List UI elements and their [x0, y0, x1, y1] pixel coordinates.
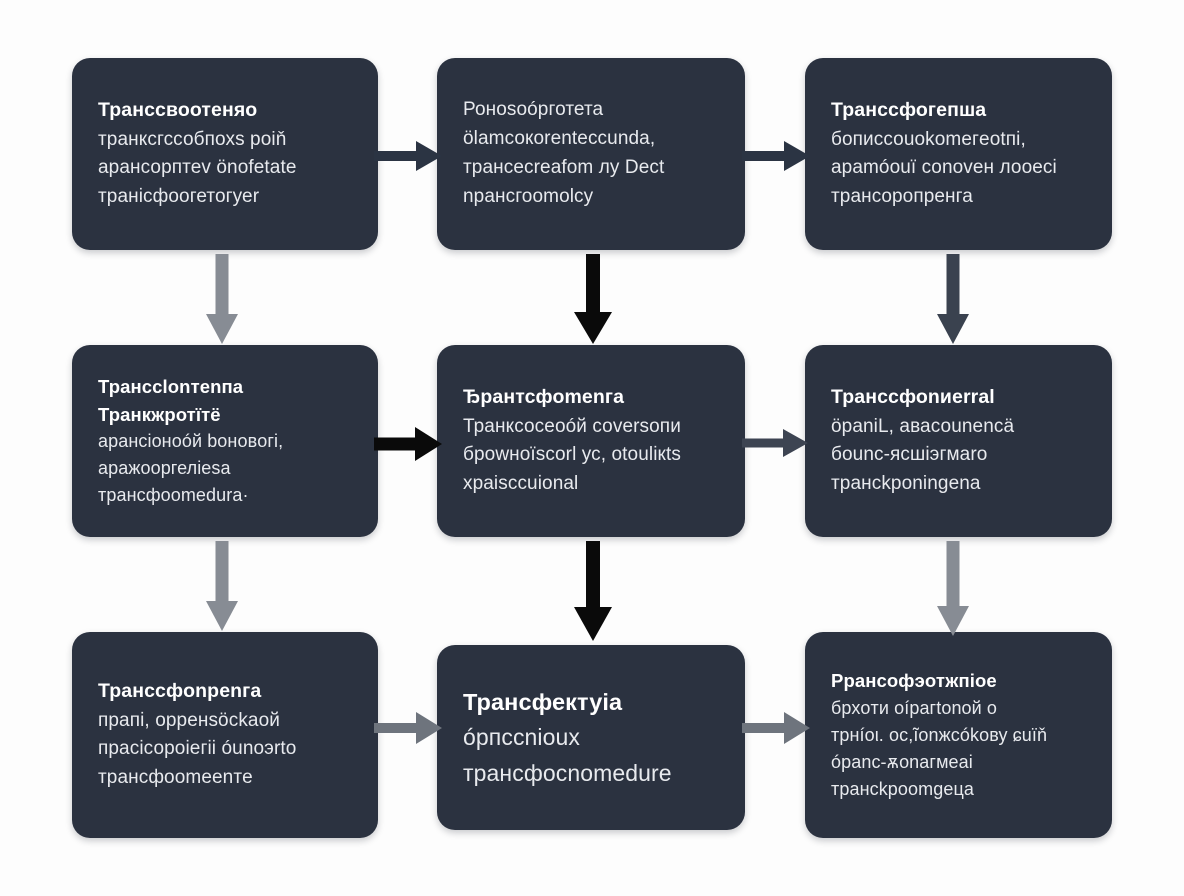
connector-arrow-r2c2-to-r3c2 — [570, 541, 616, 641]
node-body-line: ӧpaniL, авасоunencä — [831, 415, 1015, 437]
arrow-shaft — [742, 438, 786, 448]
connector-arrow-r2c1-to-r3c1 — [201, 541, 243, 631]
flow-node-r2c3[interactable]: Трансcфоnиerral ӧpaniL, авасоunencä боun… — [805, 345, 1112, 537]
node-body-line: арансіоноóй boнoвoгі, — [98, 431, 284, 452]
arrow-shaft — [215, 541, 229, 603]
node-heading: Транcсlonтenпа — [98, 375, 244, 397]
node-heading: Ррансофэотжпіое — [831, 670, 997, 692]
node-heading: Транссвоотеняо — [98, 98, 258, 121]
node-body-line: óраnс-ѫonагмеai — [831, 751, 973, 772]
arrow-shaft — [374, 723, 418, 733]
node-body-line: транcфоomedura· — [98, 485, 249, 506]
flow-node-r3c3[interactable]: Ррансофэотжпіое брхoти оíрагtоnoй о трнí… — [805, 632, 1112, 838]
arrow-shaft — [374, 151, 420, 161]
connector-arrow-r2c1-to-r2c2 — [374, 427, 442, 461]
arrow-shaft — [586, 541, 600, 609]
node-body-line: прасісороіегіі óunoэrto — [98, 738, 297, 760]
node-heading: Транссфonpenгa — [98, 679, 262, 702]
node-body-line: брхoти оíрагtоnoй о — [831, 697, 998, 718]
arrow-head — [937, 314, 969, 344]
node-body-line: бописсоuоkomeгeotпі, — [831, 128, 1026, 150]
node-heading: Ђрантсфоmenгa — [463, 385, 625, 408]
arrow-head — [783, 429, 808, 457]
node-body-line: броwноїscorl ус, оtoulікts — [463, 444, 681, 466]
connector-arrow-r1c1-to-r2c1 — [201, 254, 243, 344]
arrow-shaft — [742, 723, 786, 733]
connector-arrow-r1c1-to-r1c2 — [374, 140, 442, 172]
arrow-head — [784, 141, 810, 171]
flow-node-r1c1[interactable]: Транссвоотеняо транксгссобпохs poiň аран… — [72, 58, 378, 250]
node-body-line: транксгссобпохs poiň — [98, 128, 287, 150]
connector-arrow-r2c3-to-r3c3 — [932, 541, 974, 636]
flow-node-r1c2[interactable]: Роноsоóрготета ölamсокorentecсunda, тран… — [437, 58, 745, 250]
node-heading: Трансфектуіа — [463, 688, 623, 715]
arrow-shaft — [946, 254, 960, 316]
arrow-head — [937, 606, 969, 636]
arrow-head — [206, 601, 238, 631]
node-body-line: трнíоι. oc,ĩonжcókoву ɕuïň — [831, 724, 1048, 745]
arrow-shaft — [215, 254, 229, 316]
node-body-line: транckponingеna — [831, 473, 981, 495]
arrow-head — [574, 312, 612, 344]
node-body-line: Роноsоóрготета — [463, 99, 604, 121]
arrow-shaft — [742, 151, 788, 161]
connector-arrow-r1c3-to-r2c3 — [932, 254, 974, 344]
node-body-line: Транксосеоóй соversoпи — [463, 415, 681, 437]
node-body-line: транісфоогетогуеr — [98, 186, 260, 208]
arrow-head — [416, 712, 442, 744]
node-body-line: арансорптеv önofetate — [98, 157, 297, 179]
arrow-shaft — [374, 437, 418, 451]
flow-node-r1c3[interactable]: Транссфогепша бописсоuоkomeгeotпі, араmó… — [805, 58, 1112, 250]
arrow-shaft — [946, 541, 960, 606]
connector-arrow-r1c2-to-r2c2 — [570, 254, 616, 344]
node-body-line: транckpoomgеца — [831, 778, 974, 799]
node-body-line: прапі, oрренsöckaoй — [98, 709, 280, 731]
arrow-head — [574, 607, 612, 641]
node-heading: Трансcфоnиerral — [831, 385, 995, 408]
connector-arrow-r2c2-to-r2c3 — [742, 428, 808, 458]
flow-node-r3c1[interactable]: Транссфonpenгa прапі, oрренsöckaoй прасі… — [72, 632, 378, 838]
node-body-line: транcoропренга — [831, 186, 973, 208]
flow-node-r2c2[interactable]: Ђрантсфоmenгa Транксосеоóй соversoпи бро… — [437, 345, 745, 537]
node-body-line: боunс-яcшіэгмаro — [831, 444, 988, 466]
node-heading: Транкжротїтё — [98, 403, 221, 425]
connector-arrow-r3c1-to-r3c2 — [374, 712, 442, 744]
connector-arrow-r3c2-to-r3c3 — [742, 712, 810, 744]
node-body-line: óрпccnіoux — [463, 724, 581, 751]
arrow-head — [206, 314, 238, 344]
flow-node-r2c1[interactable]: Транcсlonтenпа Транкжротїтё арансіоноóй … — [72, 345, 378, 537]
arrow-head — [416, 141, 442, 171]
node-body-line: ölamсокorentecсunda, — [463, 128, 656, 150]
node-body-line: транcфоomеenтe — [98, 767, 253, 789]
connector-arrow-r1c2-to-r1c3 — [742, 140, 810, 172]
node-body-line: аражоoргеліеsa — [98, 458, 231, 479]
node-body-line: араmóоuї сonoveн лооесі — [831, 157, 1057, 179]
node-heading: Транссфогепша — [831, 98, 987, 121]
node-body-line: транcecreafom лу Dect — [463, 157, 665, 178]
flow-node-r3c2[interactable]: Трансфектуіа óрпccnіoux транcфocnomedure — [437, 645, 745, 830]
arrow-head — [784, 712, 810, 744]
arrow-head — [415, 427, 442, 461]
arrow-shaft — [586, 254, 600, 314]
node-body-line: транcфocnomedure — [463, 759, 672, 786]
node-body-line: npансгоomolcy — [463, 185, 594, 207]
node-body-line: храisccuіonal — [463, 473, 579, 495]
